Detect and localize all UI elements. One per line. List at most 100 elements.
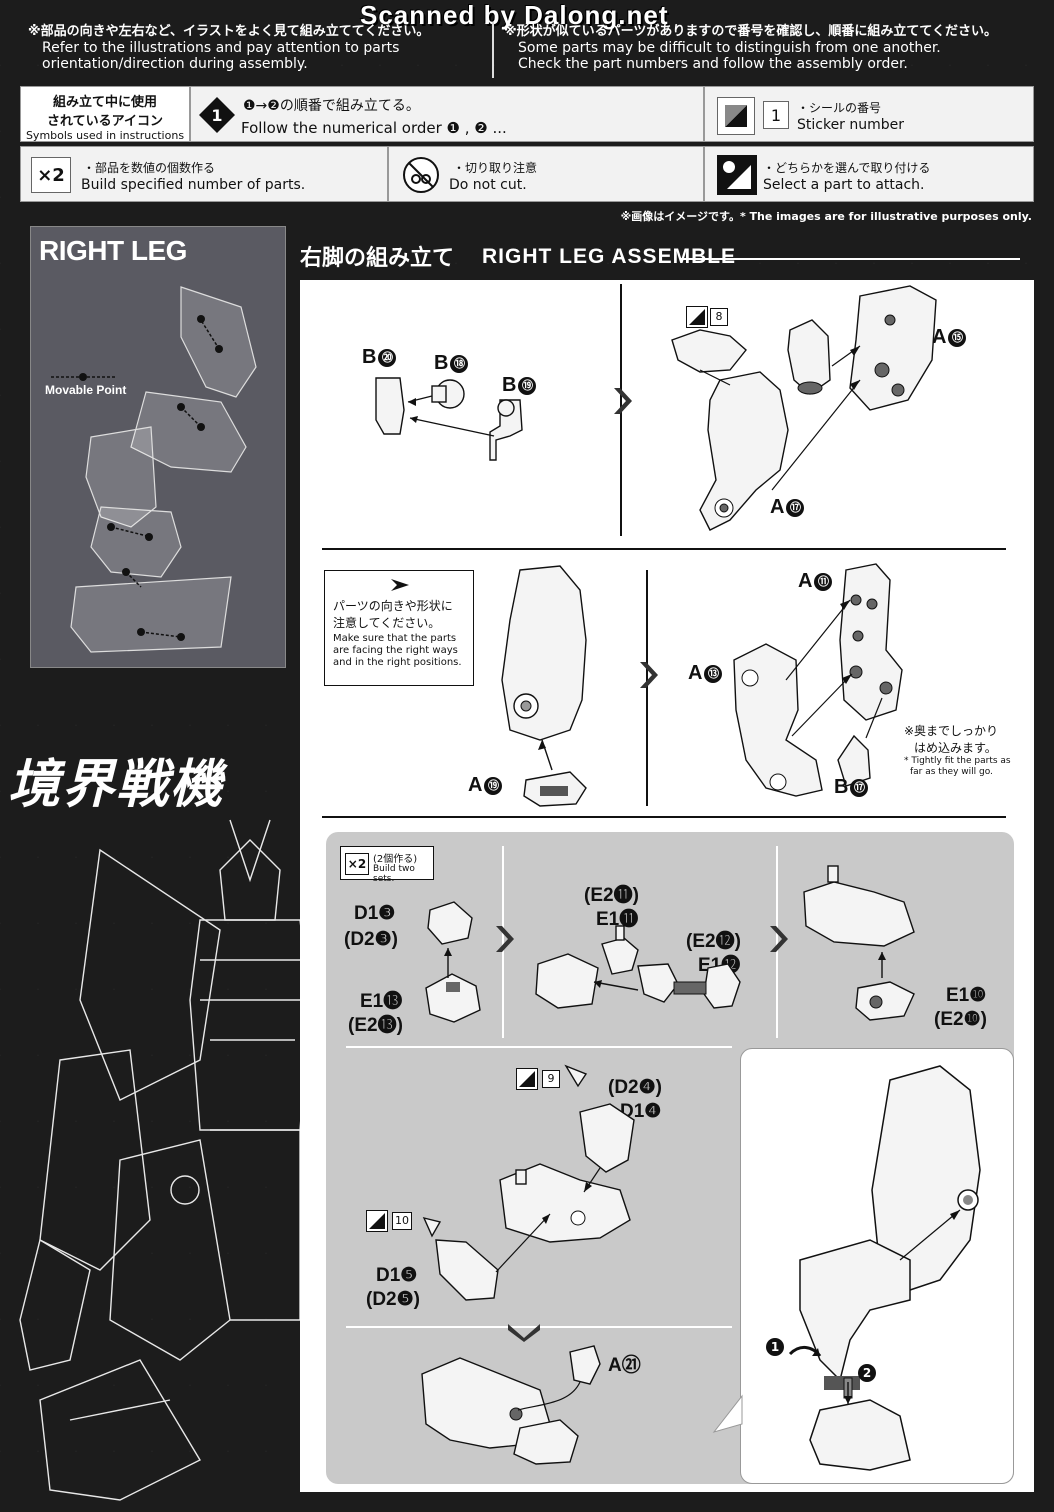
orientation-note-jp2: 注意してください。 <box>333 616 441 630</box>
section-title-jp: 右脚の組み立て <box>300 246 455 271</box>
orientation-note-en2: are facing the right ways <box>333 645 458 656</box>
label-e1-10: E1❿ <box>946 985 987 1006</box>
legend-order: 1 ❶→❷の順番で組み立てる。 Follow the numerical ord… <box>190 86 704 142</box>
label-b18-num: ⑱ <box>450 354 469 373</box>
step3-parts-3 <box>803 865 915 1021</box>
step-diamond-icon: 1 <box>199 97 235 133</box>
header-left-en1: Refer to the illustrations and pay atten… <box>42 40 400 56</box>
legend-select: ・どちらかを選んで取り付ける Select a part to attach. <box>704 146 1034 202</box>
label-d2-5: (D2❺) <box>366 1289 420 1310</box>
fit-note-jp2: はめ込みます。 <box>914 741 997 755</box>
orientation-note-en1: Make sure that the parts <box>333 633 457 644</box>
label-d2-4: (D2❹) <box>608 1077 662 1098</box>
step-2-badge: 2 <box>858 1364 876 1382</box>
legend-title-jp2: されているアイコン <box>47 114 163 129</box>
legend-select-jp: ・どちらかを選んで取り付ける <box>763 161 931 175</box>
legend-multiply-en: Build specified number of parts. <box>81 177 306 193</box>
header-note-right: ※形状が似ているパーツがありますので番号を確認し、順番に組み立ててください。 S… <box>504 24 1034 72</box>
legend-sticker-en: Sticker number <box>797 117 905 133</box>
step1-arrow-chevron <box>614 388 632 414</box>
step1-bottom-rule <box>322 548 1006 550</box>
label-b20-letter: B <box>362 346 377 368</box>
x2-jp: (2個作る) <box>373 854 418 865</box>
orientation-note-en3: and in the right positions. <box>333 657 462 668</box>
legend-cut-en: Do not cut. <box>449 177 527 193</box>
header-right-en2: Check the part numbers and follow the as… <box>518 56 908 72</box>
sticker-icon <box>717 97 755 135</box>
step2-parts-a <box>501 565 587 807</box>
legend-title-jp1: 組み立て中に使用 <box>52 95 157 110</box>
svg-text:1: 1 <box>211 106 222 125</box>
orientation-arrow-icon <box>391 579 409 591</box>
sticker9-icon <box>516 1068 538 1090</box>
movable-point-panel: RIGHT LEG Movable Point <box>30 226 286 668</box>
header-left-en2: orientation/direction during assembly. <box>42 56 308 72</box>
label-e2-11: (E2⓫) <box>584 885 639 906</box>
step-1-badge: 1 <box>766 1338 784 1356</box>
label-b19-num: ⑲ <box>518 376 537 395</box>
orientation-note-jp1: パーツの向きや形状に <box>333 599 453 613</box>
section-title-en: RIGHT LEG ASSEMBLE <box>482 245 737 268</box>
step2-parts-b <box>733 563 903 797</box>
label-e2-13: (E2⓭) <box>348 1015 403 1036</box>
sticker9-number: 9 <box>542 1070 560 1088</box>
legend-multiply-jp: ・部品を数値の個数作る <box>83 161 216 175</box>
image-note: ※画像はイメージです。* The images are for illustra… <box>620 210 1032 223</box>
section-title-rule <box>680 258 1020 260</box>
sticker10-icon <box>366 1210 388 1232</box>
label-d2-3: (D2❸) <box>344 929 398 950</box>
label-e2-12: (E2⓬) <box>686 931 741 952</box>
step2-arrow-chevron <box>640 662 658 688</box>
step3-parts-5 <box>421 1345 601 1465</box>
header-left-jp: ※部品の向きや左右など、イラストをよく見て組み立ててください。 <box>28 24 430 39</box>
logo-text: 境界戦機 <box>8 754 225 815</box>
orientation-note: パーツの向きや形状に 注意してください。 Make sure that the … <box>324 570 474 686</box>
header-divider <box>492 22 494 78</box>
label-a11-letter: A <box>798 570 813 592</box>
movable-point-label: Movable Point <box>45 383 127 397</box>
sticker-number-box: 1 <box>763 101 789 129</box>
robot-lineart <box>19 819 310 1501</box>
sticker10-number: 10 <box>392 1212 412 1230</box>
label-a19-letter: A <box>468 774 483 796</box>
step2-bottom-rule <box>322 816 1006 818</box>
label-a15-letter: A <box>932 326 947 348</box>
legend-order-jp: ❶→❷の順番で組み立てる。 <box>243 98 420 114</box>
legend-select-en: Select a part to attach. <box>763 177 925 193</box>
legend-sticker: 1 ・シールの番号 Sticker number <box>704 86 1034 142</box>
label-b19-letter: B <box>502 374 517 396</box>
step3-down-chevron <box>508 1324 540 1342</box>
fit-note: ※奥までしっかり はめ込みます。 * Tightly fit the parts… <box>904 722 1011 778</box>
label-a21: A㉑ <box>608 1355 641 1376</box>
header-right-en1: Some parts may be difficult to distingui… <box>518 40 941 56</box>
x2-en: Build two sets. <box>373 864 415 884</box>
no-cut-icon <box>403 157 439 193</box>
scan-watermark: Scanned by Dalong.net <box>360 0 669 30</box>
step3-parts-2 <box>535 925 741 1009</box>
header-note-left: ※部品の向きや左右など、イラストをよく見て組み立ててください。 Refer to… <box>28 24 488 72</box>
fit-note-jp1: ※奥までしっかり <box>904 724 999 738</box>
label-a13-num: ⑬ <box>704 664 723 683</box>
step3-hrule-1 <box>346 1046 732 1048</box>
label-e1-13: E1⓭ <box>360 991 403 1012</box>
step1-parts-a <box>375 377 523 461</box>
legend-sticker-jp: ・シールの番号 <box>797 101 882 115</box>
legend-multiply: ×2 ・部品を数値の個数作る Build specified number of… <box>20 146 388 202</box>
fit-note-en1: * Tightly fit the parts as <box>904 756 1011 766</box>
label-b18-letter: B <box>434 352 449 374</box>
sticker8-number: 8 <box>710 308 728 326</box>
multiply-icon: ×2 <box>31 157 71 193</box>
label-b17-letter: B <box>834 776 849 798</box>
step2-divider <box>646 570 648 806</box>
label-b17-num: ⑰ <box>850 778 869 797</box>
step3-parts-1 <box>425 901 481 1023</box>
